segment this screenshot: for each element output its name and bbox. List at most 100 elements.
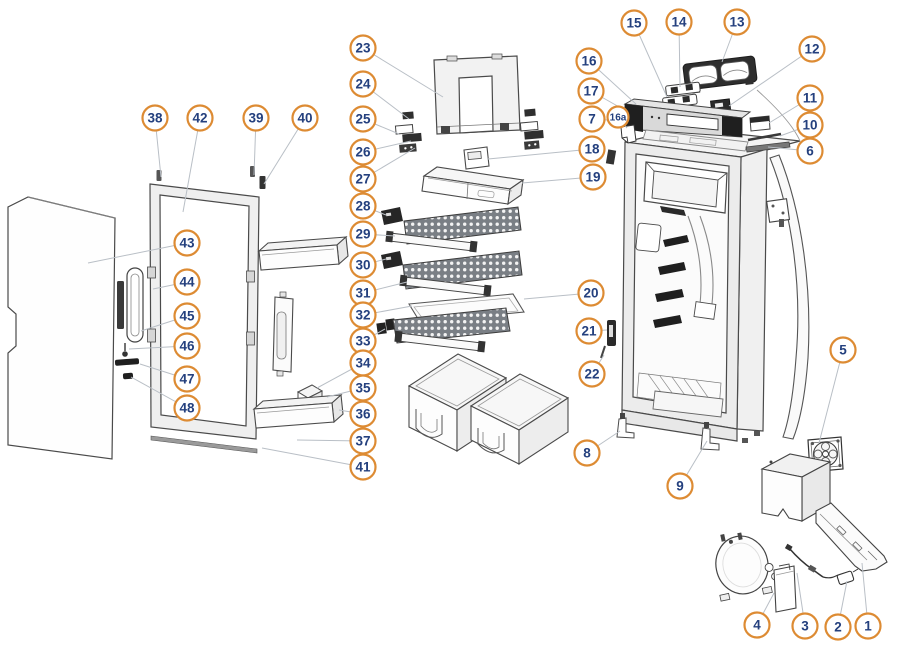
- callout-21: 21: [575, 317, 603, 345]
- svg-text:30: 30: [355, 258, 370, 273]
- callout-45: 45: [173, 302, 201, 330]
- svg-text:47: 47: [179, 372, 194, 387]
- callout-7: 7: [578, 105, 606, 133]
- shelf-bracket-2: [381, 251, 403, 269]
- svg-text:18: 18: [584, 142, 600, 157]
- callout-6: 6: [796, 137, 824, 165]
- door-handle: [126, 267, 144, 343]
- svg-text:26: 26: [355, 145, 371, 160]
- control-recess-slot: [642, 129, 749, 152]
- svg-text:8: 8: [583, 446, 591, 461]
- callout-28: 28: [349, 192, 377, 220]
- callout-26: 26: [349, 138, 377, 166]
- callout-17: 17: [577, 77, 605, 105]
- callout-2: 2: [824, 613, 852, 641]
- svg-text:27: 27: [355, 172, 370, 187]
- callout-8: 8: [573, 439, 601, 467]
- shelf-bracket-1: [381, 207, 403, 225]
- svg-text:23: 23: [355, 41, 371, 56]
- svg-text:33: 33: [355, 334, 371, 349]
- power-cord-plug: [822, 568, 859, 585]
- svg-text:7: 7: [588, 112, 596, 127]
- callout-22: 22: [578, 360, 606, 388]
- hinge-hardware-right: [519, 108, 544, 150]
- svg-text:44: 44: [179, 275, 195, 290]
- callout-24: 24: [349, 70, 377, 98]
- cabinet-floor: [652, 390, 724, 418]
- svg-text:41: 41: [355, 460, 371, 475]
- wiring-harness: [784, 543, 824, 578]
- svg-text:21: 21: [581, 324, 597, 339]
- door-hinge-pins: [156, 166, 266, 189]
- svg-text:1: 1: [864, 619, 872, 634]
- callout-27: 27: [349, 165, 377, 193]
- callout-12: 12: [798, 35, 826, 63]
- callout-5: 5: [829, 336, 857, 364]
- trim-clip: [122, 372, 134, 380]
- svg-text:35: 35: [355, 381, 371, 396]
- leader-41: [261, 447, 364, 468]
- callout-47: 47: [173, 365, 201, 393]
- inner-door-panel: [272, 291, 294, 377]
- top-hinge-pin: [605, 149, 617, 165]
- svg-text:22: 22: [584, 367, 599, 382]
- power-module: [773, 563, 797, 613]
- rear-foot: [616, 417, 635, 439]
- svg-text:3: 3: [801, 619, 809, 634]
- callout-46: 46: [173, 332, 201, 360]
- svg-text:48: 48: [179, 401, 195, 416]
- svg-text:24: 24: [355, 77, 371, 92]
- leader-23: [362, 47, 444, 98]
- hinge-bushing: [259, 176, 266, 189]
- upper-door-bin: [257, 235, 349, 271]
- wire-shelf-1: [381, 206, 522, 253]
- svg-text:4: 4: [753, 618, 761, 633]
- svg-text:46: 46: [179, 339, 195, 354]
- leader-12: [728, 48, 813, 107]
- svg-text:10: 10: [802, 118, 817, 133]
- drip-panel: [635, 222, 662, 253]
- vent-grille: [682, 55, 758, 94]
- svg-text:13: 13: [729, 15, 745, 30]
- front-foot: [700, 427, 720, 451]
- svg-text:9: 9: [676, 479, 684, 494]
- svg-text:31: 31: [355, 286, 371, 301]
- callout-38: 38: [141, 104, 169, 132]
- callout-3: 3: [791, 612, 819, 640]
- callout-10: 10: [796, 111, 824, 139]
- callout-18: 18: [578, 135, 606, 163]
- callout-labels: 1234567891011121314151616a17181920212223…: [141, 8, 882, 641]
- callout-34: 34: [349, 349, 377, 377]
- vent-slats: [653, 206, 689, 328]
- side-hinge-pin: [779, 219, 784, 227]
- svg-text:36: 36: [355, 407, 371, 422]
- hinge-rod: [747, 132, 782, 142]
- svg-text:20: 20: [583, 286, 598, 301]
- switch-block: [749, 115, 771, 132]
- callout-33: 33: [349, 327, 377, 355]
- vent-frame-upper: [665, 81, 701, 97]
- callout-16a: 16a: [606, 105, 630, 129]
- handle-screw-head: [122, 351, 128, 357]
- compressor-cover: [760, 453, 832, 522]
- svg-text:38: 38: [147, 111, 163, 126]
- cabinet-body: [600, 89, 801, 451]
- callout-43: 43: [173, 229, 201, 257]
- thermostat-housing: [463, 146, 490, 170]
- svg-text:25: 25: [355, 112, 371, 127]
- callout-48: 48: [173, 394, 201, 422]
- callout-37: 37: [349, 427, 377, 455]
- callout-9: 9: [666, 472, 694, 500]
- svg-text:5: 5: [839, 343, 847, 358]
- door-outer-panel: [7, 196, 116, 460]
- burner-bracket: [815, 502, 888, 572]
- svg-text:16a: 16a: [610, 113, 627, 124]
- callout-41: 41: [349, 453, 377, 481]
- callout-30: 30: [349, 251, 377, 279]
- callout-23: 23: [349, 34, 377, 62]
- callout-13: 13: [723, 8, 751, 36]
- trim-bar: [114, 358, 140, 366]
- door-bottom-rail: [150, 435, 258, 454]
